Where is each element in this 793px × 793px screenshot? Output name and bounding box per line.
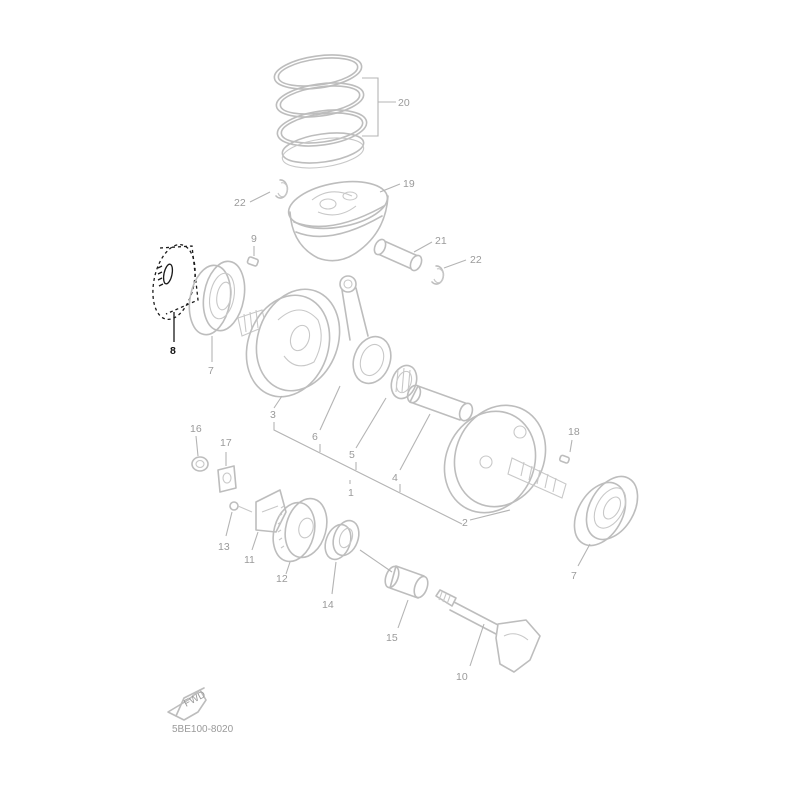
label-3: 3: [270, 409, 276, 421]
label-19: 19: [403, 178, 415, 190]
label-18: 18: [568, 426, 580, 438]
balancer-bearing[interactable]: [321, 517, 364, 563]
bearing-right[interactable]: [564, 468, 648, 555]
circlip-left[interactable]: [275, 179, 289, 199]
crank-half-right[interactable]: [428, 390, 567, 527]
big-end-bearing[interactable]: [387, 362, 421, 402]
label-21: 21: [435, 235, 447, 247]
fwd-label: FWD: [182, 689, 207, 709]
needle-bearing[interactable]: [383, 565, 431, 600]
label-7-left: 7: [208, 365, 214, 377]
label-7-right: 7: [571, 570, 577, 582]
label-4: 4: [392, 472, 398, 484]
woodruff-key-9[interactable]: [246, 256, 259, 267]
label-22-right: 22: [470, 254, 482, 266]
label-20: 20: [398, 97, 410, 109]
label-8-highlighted: 8: [170, 345, 176, 357]
crank-half-left[interactable]: [233, 277, 354, 408]
balancer-drive-gear[interactable]: [267, 494, 333, 566]
label-14: 14: [322, 599, 334, 611]
label-2: 2: [462, 517, 468, 529]
bolt[interactable]: [229, 501, 253, 513]
circlip-right[interactable]: [431, 265, 445, 285]
label-5: 5: [349, 449, 355, 461]
bearing-left[interactable]: [184, 258, 250, 338]
catalog-code: 5BE100-8020: [172, 724, 234, 735]
label-22-left: 22: [234, 197, 246, 209]
label-6: 6: [312, 431, 318, 443]
label-17: 17: [220, 437, 232, 449]
piston[interactable]: [285, 175, 391, 262]
label-13: 13: [218, 541, 230, 553]
balancer-shaft[interactable]: [435, 589, 541, 673]
lock-washer[interactable]: [217, 465, 237, 493]
piston-rings[interactable]: [272, 50, 369, 173]
label-11: 11: [244, 554, 255, 566]
label-9: 9: [251, 233, 257, 245]
label-10: 10: [456, 671, 468, 683]
nut[interactable]: [191, 456, 209, 472]
label-15: 15: [386, 632, 398, 644]
connecting-rod[interactable]: [339, 275, 397, 389]
woodruff-key-18[interactable]: [558, 454, 570, 464]
forward-direction-icon: FWD: [167, 687, 208, 721]
label-12: 12: [276, 573, 288, 585]
stopper-plate[interactable]: [255, 489, 287, 533]
crank-pin[interactable]: [405, 383, 474, 422]
label-16: 16: [190, 423, 202, 435]
label-1: 1: [348, 487, 354, 499]
timing-gear-highlighted[interactable]: [147, 241, 202, 324]
piston-pin[interactable]: [372, 238, 424, 273]
